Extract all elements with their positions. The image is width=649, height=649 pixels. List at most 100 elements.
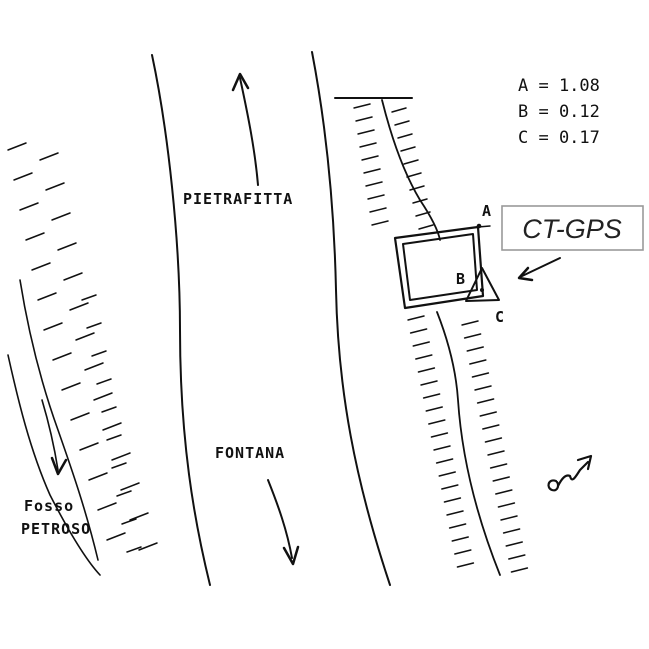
hatch-mark <box>454 549 472 555</box>
hatch-mark <box>371 220 389 226</box>
hatch-mark <box>412 198 428 204</box>
hatch-mark <box>441 484 459 490</box>
embankment <box>334 97 501 576</box>
hatch-mark <box>116 490 132 497</box>
stream-label-line2: PETROSO <box>21 520 91 538</box>
hatch-mark <box>417 367 436 373</box>
hatch-mark <box>63 272 83 281</box>
hatch-mark <box>96 378 112 385</box>
hatch-mark <box>57 242 77 251</box>
hatch-mark <box>102 422 122 431</box>
legend-item: B = 0.12 <box>518 102 600 122</box>
point-a-label: A <box>482 202 491 220</box>
stream <box>7 279 101 576</box>
arrow-icon <box>231 72 259 186</box>
hatch-mark <box>365 181 383 187</box>
hatch-mark <box>487 450 505 456</box>
hatch-mark <box>469 359 487 365</box>
hatch-mark <box>451 536 469 542</box>
hatch-mark <box>31 262 51 271</box>
hatch-mark <box>484 437 503 443</box>
hatch-mark <box>111 452 131 461</box>
hatch-mark <box>418 224 434 230</box>
hatch-mark <box>353 103 371 109</box>
hatch-mark <box>474 385 492 391</box>
legend: A = 1.08 B = 0.12 C = 0.17 <box>518 76 600 148</box>
hatch-mark <box>463 333 482 339</box>
hatch-mark <box>43 322 63 331</box>
hatch-mark <box>19 202 39 211</box>
hatch-mark <box>448 523 467 529</box>
hatch-mark <box>500 515 518 521</box>
hatch-mark <box>69 302 89 311</box>
hatch-mark <box>129 512 149 521</box>
hatch-mark <box>479 411 497 417</box>
hatch-mark <box>400 146 416 152</box>
hatch-mark <box>106 532 126 541</box>
legend-item: C = 0.17 <box>518 128 600 148</box>
hatch-mark <box>412 341 430 347</box>
hatch-mark <box>391 107 407 113</box>
hatch-mark <box>369 207 387 213</box>
hatch-mark <box>415 354 433 360</box>
road-left-edge <box>151 54 211 586</box>
hatch-mark <box>394 120 410 126</box>
hatch-mark <box>138 542 158 551</box>
hatch-mark <box>415 211 431 217</box>
hatch-mark <box>75 332 95 341</box>
hatch-mark <box>425 406 443 412</box>
hatch-mark <box>361 155 379 161</box>
hatch-mark <box>430 432 449 438</box>
hatch-mark <box>45 182 65 191</box>
hatch-mark <box>510 567 529 573</box>
hatch-mark <box>106 434 122 441</box>
hatch-mark <box>39 152 59 161</box>
stream-label-line1: Fosso <box>24 497 74 515</box>
hatch-mark <box>471 372 490 378</box>
hatch-mark <box>497 502 516 508</box>
hatch-mark <box>456 562 475 568</box>
hatch-mark <box>446 510 464 516</box>
point-c-label: C <box>495 308 504 326</box>
legend-item: A = 1.08 <box>518 76 600 96</box>
hatch-mark <box>435 458 454 464</box>
hatch-mark <box>355 116 373 122</box>
hatch-mark <box>476 398 495 404</box>
hatch-mark <box>81 294 97 301</box>
hatch-mark <box>37 292 57 301</box>
hatch-mark <box>443 497 462 503</box>
hatch-mark <box>88 472 108 481</box>
hatch-mark <box>121 518 137 525</box>
hatch-mark <box>111 462 127 469</box>
hatch-mark <box>101 406 117 413</box>
road-label-pietrafitta: PIETRAFITTA <box>183 190 293 208</box>
hatch-mark <box>13 172 33 181</box>
hatch-mark <box>70 412 90 421</box>
hatch-mark <box>397 133 413 139</box>
hatch-mark <box>25 232 45 241</box>
north-arrow-icon <box>547 454 593 492</box>
arrow-icon <box>267 479 300 566</box>
hatch-mark <box>7 142 27 151</box>
hatch-mark <box>502 528 521 534</box>
hatch-mark <box>367 194 385 200</box>
embankment-hatch <box>353 103 529 573</box>
hatch-mark <box>433 445 451 451</box>
hatch-mark <box>406 172 422 178</box>
hatch-mark <box>409 328 428 334</box>
hatch-mark <box>93 392 113 401</box>
hatch-mark <box>120 482 140 491</box>
hatch-mark <box>403 159 419 165</box>
hatch-mark <box>84 362 104 371</box>
hatch-mark <box>52 352 72 361</box>
hatch-mark <box>428 419 446 425</box>
hatch-mark <box>79 442 99 451</box>
hatch-mark <box>505 541 523 547</box>
hatch-mark <box>86 322 102 329</box>
hatch-mark <box>489 463 508 469</box>
road-label-fontana: FONTANA <box>215 444 285 462</box>
road <box>151 51 391 586</box>
hatch-mark <box>91 350 107 357</box>
station-building <box>393 223 491 310</box>
hatch-mark <box>422 393 441 399</box>
